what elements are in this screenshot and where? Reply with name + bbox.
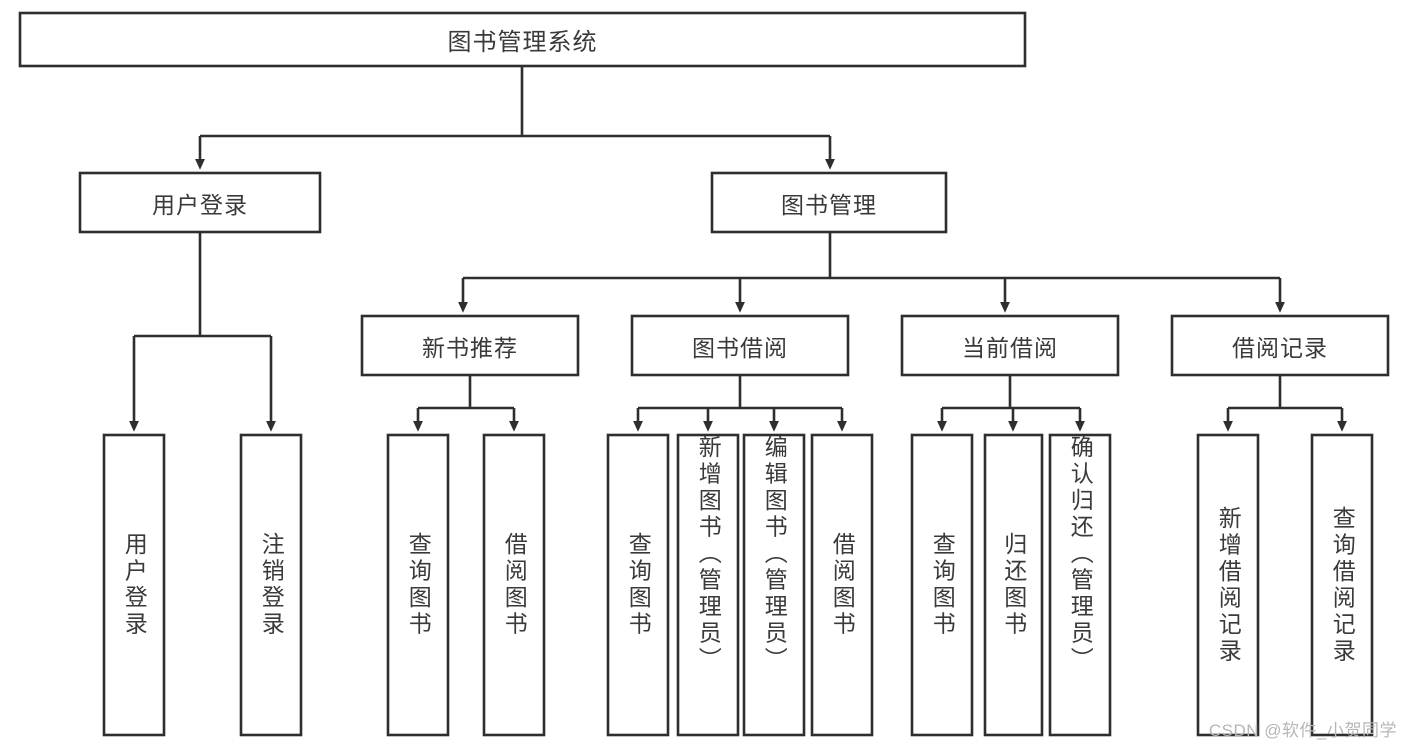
edge-group-current-borrow <box>937 375 1085 432</box>
edge-group-borrow-record <box>1223 375 1347 432</box>
leaf-edit-book-admin[interactable] <box>742 433 806 737</box>
node-borrow-record[interactable] <box>1170 314 1390 377</box>
leaf-add-borrow-record[interactable] <box>1196 433 1260 737</box>
node-user-login[interactable] <box>78 171 322 234</box>
node-book-borrow[interactable] <box>630 314 850 377</box>
leaf-return-book[interactable] <box>983 433 1044 737</box>
edge-group-book-management <box>458 232 1285 313</box>
leaf-borrow-book-recommend[interactable] <box>482 433 546 737</box>
node-current-borrow[interactable] <box>900 314 1120 377</box>
edge-group-root <box>195 66 835 170</box>
edge-group-user-login <box>129 232 276 432</box>
leaf-logout[interactable] <box>239 433 303 737</box>
leaf-query-book-borrow[interactable] <box>606 433 670 737</box>
leaf-borrow-book[interactable] <box>810 433 874 737</box>
node-book-management[interactable] <box>710 171 948 234</box>
leaf-confirm-return-admin[interactable] <box>1048 433 1112 737</box>
leaf-add-book-admin[interactable] <box>676 433 740 737</box>
edge-group-book-borrow <box>633 375 847 432</box>
leaf-query-borrow-record[interactable] <box>1310 433 1374 737</box>
leaf-query-book-current[interactable] <box>910 433 974 737</box>
edge-group-new-book-recommend <box>413 375 519 432</box>
leaf-user-login[interactable] <box>102 433 166 737</box>
node-new-book-recommend[interactable] <box>360 314 580 377</box>
leaf-query-book-recommend[interactable] <box>386 433 450 737</box>
node-root-system[interactable] <box>18 11 1027 68</box>
